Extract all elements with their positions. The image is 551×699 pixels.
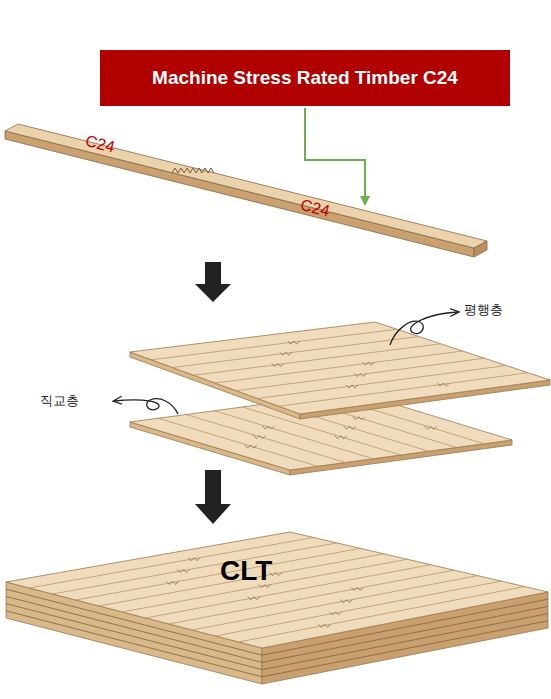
finger-joint [188,558,200,561]
board-seam [194,344,441,376]
board-panel [130,322,550,419]
finger-joint [346,385,358,388]
leader-line [305,108,365,204]
board-seam [173,337,419,368]
board-seam [215,351,463,383]
finger-joint [344,426,356,429]
finger-joint [318,624,330,627]
board-seam [258,366,507,399]
finger-joint [254,436,266,439]
layer-plates [6,322,550,684]
finger-joint [329,612,341,615]
board-seam [214,411,373,459]
finger-joint [248,597,260,600]
board-seam [53,543,337,594]
finger-joint [272,364,284,367]
panel-top [130,322,550,414]
curl-arrow [390,312,458,345]
finger-joint [245,445,257,448]
grade-label: C24 [299,196,332,220]
board-seam [99,554,384,606]
layer-label: 직교층 [40,394,79,408]
finger-joint [351,587,363,590]
finger-joint [353,417,365,420]
board-seam [236,358,484,391]
finger-joint [262,426,274,429]
board-panel [6,532,548,684]
finger-joint [280,352,292,355]
board-seam [29,537,313,588]
board-seam [76,548,361,600]
finger-joint [177,569,189,572]
finger-joint [288,341,300,344]
timber-board [5,124,487,257]
board-seam [169,570,454,624]
finger-joint [340,600,352,603]
board-seam [146,565,431,618]
title-box: Machine Stress Rated Timber C24 [100,50,510,106]
board-seam [279,373,528,407]
board-seam [239,587,525,642]
box-text: Machine Stress Rated Timber C24 [152,67,458,89]
finger-joint [362,362,374,365]
board-seam [158,418,318,466]
finger-joint [354,374,366,377]
layer-label: 평행층 [464,303,503,317]
curl-arrow [114,399,178,414]
panel-label: CLT [220,556,272,587]
panel-top [6,532,548,648]
finger-joint [167,581,179,584]
finger-joint [437,383,449,386]
board-seam [215,581,501,636]
board-seam [186,415,345,463]
finger-joint [335,436,347,439]
finger-joint [425,426,437,429]
down-arrow [195,470,231,524]
down-arrow [195,262,231,302]
board-seam [151,329,397,360]
